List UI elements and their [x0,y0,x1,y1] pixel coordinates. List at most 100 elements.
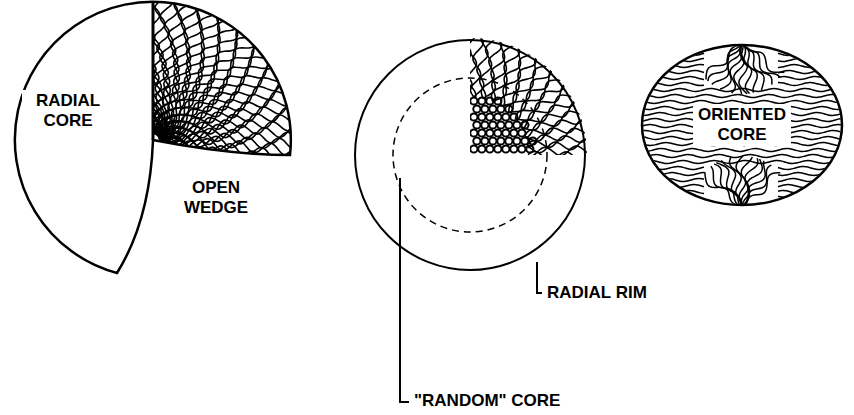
fiber-cross-section: ORIENTED CORE [641,44,843,206]
striation [640,161,844,164]
texture-blob [494,113,501,120]
texture-blob [513,121,520,128]
fiber-outline [642,45,842,205]
striation [708,46,740,82]
striation [778,167,846,170]
striation [778,82,846,85]
texture-blob [489,105,496,112]
callout-label: "RANDOM" CORE [412,391,562,411]
texture-blob [505,105,512,112]
region-label: ORIENTED CORE [693,104,791,147]
leader-line [400,178,409,402]
texture-blob [478,145,485,152]
striation [640,71,704,74]
striation [640,47,704,50]
striation [640,77,704,80]
texture-blob [526,145,533,152]
striation [778,76,846,79]
texture-blob [470,129,477,136]
texture-blob [502,145,509,152]
striation [778,173,846,176]
texture-blob [473,121,480,128]
striation [778,59,846,62]
striation [521,101,575,130]
radial-rim-striations [461,37,588,161]
striation [729,157,741,204]
texture-blob [486,145,493,152]
texture-blob [521,137,528,144]
striation [640,203,704,206]
striation [640,149,844,152]
texture-blob [502,113,509,120]
striation [525,111,580,138]
striation [640,167,704,170]
striation [483,41,504,99]
texture-blob [489,137,496,144]
random-core-texture [470,97,536,152]
striation [640,95,844,98]
texture-blob [510,113,517,120]
region-label: OPEN WEDGE [170,178,262,219]
striation [640,172,704,175]
texture-blob [518,145,525,152]
oriented-striations [640,45,846,206]
texture-blob [513,137,520,144]
striation [159,136,303,150]
texture-blob [497,105,504,112]
texture-blob [486,129,493,136]
striation [501,57,536,106]
texture-blob [481,105,488,112]
texture-blob [470,113,477,120]
texture-blob [518,129,525,136]
texture-blob [510,129,517,136]
texture-blob [481,121,488,128]
striation [778,190,846,193]
texture-blob [529,137,536,144]
striation [640,83,704,86]
striation [528,151,588,161]
texture-blob [497,121,504,128]
texture-blob [473,105,480,112]
texture-blob [470,145,477,152]
striation [640,185,704,188]
outline [12,0,294,280]
texture-blob [497,137,504,144]
striation [720,46,741,89]
fiber-cross-section: RADIAL CORE [12,0,294,280]
fiber-outline [355,40,585,270]
texture-blob [489,121,496,128]
texture-blob [478,129,485,136]
striation [778,203,846,206]
striation [640,191,704,194]
texture-blob [510,145,517,152]
texture-blob [494,129,501,136]
striation [640,197,704,200]
striation [640,58,704,61]
radial-striations [142,0,303,174]
texture-blob [521,121,528,128]
region-label: RADIAL CORE [22,90,114,133]
striation [736,156,745,204]
texture-blob [478,113,485,120]
striation [157,27,252,135]
texture-blob [470,97,477,104]
texture-blob [505,121,512,128]
striation [778,185,846,188]
striation [778,71,846,74]
fiber-outline [15,2,291,273]
texture-blob [486,113,493,120]
quadrant-edge [152,2,155,140]
striation [778,46,846,49]
texture-blob [502,129,509,136]
callout-label: RADIAL RIM [545,283,649,303]
texture-blob [481,137,488,144]
striation [467,37,476,97]
leader-line [537,262,542,293]
texture-blob [494,145,501,152]
texture-blob [494,97,501,104]
striation [517,80,561,121]
striation [516,84,565,120]
texture-blob [478,97,485,104]
texture-blob [505,137,512,144]
texture-blob [486,97,493,104]
